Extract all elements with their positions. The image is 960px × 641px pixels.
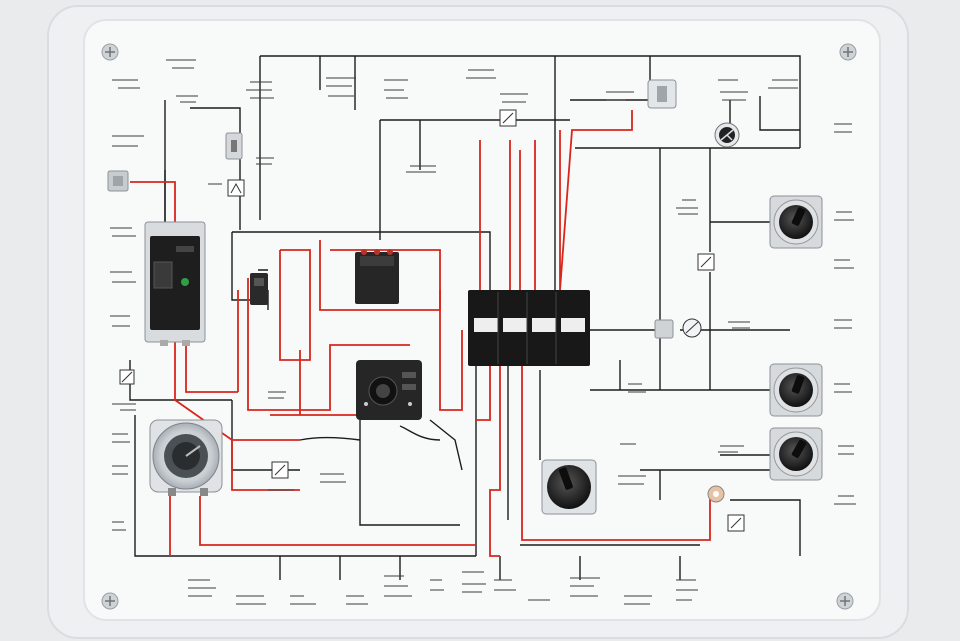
red-wires bbox=[130, 110, 711, 557]
screw-icon bbox=[836, 592, 854, 610]
symbol-box bbox=[119, 369, 135, 385]
indicator-lamp bbox=[707, 485, 725, 503]
control-module bbox=[356, 360, 422, 420]
right-knob-1 bbox=[769, 195, 823, 249]
timer-switch bbox=[149, 419, 223, 496]
illegible-annotations bbox=[110, 59, 856, 605]
top-right-switch bbox=[647, 79, 677, 109]
screw-icon bbox=[101, 43, 119, 61]
top-center-switch bbox=[225, 132, 243, 160]
junction-switch bbox=[654, 318, 702, 339]
right-knob-2 bbox=[769, 363, 823, 417]
symbol-box bbox=[697, 253, 715, 271]
right-knob-3 bbox=[769, 427, 823, 481]
screw-icon bbox=[839, 43, 857, 61]
symbol-box bbox=[727, 514, 745, 532]
symbol-box bbox=[271, 461, 289, 479]
fan bbox=[714, 122, 740, 148]
contactor bbox=[250, 273, 268, 305]
relay-block bbox=[355, 249, 399, 304]
black-wires bbox=[119, 55, 801, 580]
screw-icon bbox=[101, 592, 119, 610]
symbol-box bbox=[499, 109, 517, 127]
symbol-box bbox=[227, 179, 245, 197]
terminal-block bbox=[468, 290, 590, 366]
center-selector-knob bbox=[541, 459, 597, 515]
left-switch bbox=[107, 170, 129, 192]
main-breaker bbox=[144, 221, 206, 346]
